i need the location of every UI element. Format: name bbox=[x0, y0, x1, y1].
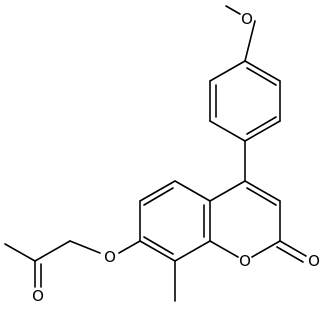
bond-c4a-c4 bbox=[209, 180, 246, 202]
atom-label-ring-oxygen: O bbox=[239, 252, 251, 270]
bond-c2-carbonyl-b bbox=[276, 246, 304, 263]
bond-c7-c8 bbox=[139, 240, 176, 262]
bond-c2-carbonyl-a bbox=[279, 240, 307, 257]
bond-ring-o-to-c8a bbox=[209, 240, 239, 258]
bond-methoxy-o-to-ring bbox=[244, 20, 256, 62]
bond-c4a-c5 bbox=[174, 180, 211, 202]
atom-label-carbonyl-oxygen: O bbox=[308, 252, 320, 270]
bond-c4-c3 bbox=[244, 180, 281, 202]
atom-label-methoxy-oxygen: O bbox=[241, 10, 253, 28]
bond-c4-c3-inner bbox=[246, 187, 277, 206]
bond-phenyl-c3-c4-inner bbox=[246, 116, 277, 135]
atom-label-ether-oxygen: O bbox=[104, 248, 116, 266]
bond-ch2-to-carbonyl-c bbox=[34, 240, 71, 262]
bond-phenyl-c6-c1 bbox=[209, 60, 246, 82]
bond-phenyl-c1-c2-inner bbox=[246, 67, 277, 86]
bond-phenyl-c1-c2 bbox=[244, 60, 281, 82]
bond-phenyl-c3-c4 bbox=[244, 120, 281, 142]
bond-c5-c6-inner bbox=[143, 187, 174, 206]
bond-c2-to-ring-o bbox=[251, 240, 281, 258]
atom-label-ketone-oxygen: O bbox=[32, 287, 44, 305]
bond-c7-to-ether-o bbox=[118, 240, 141, 254]
bond-c8-c8a bbox=[174, 240, 211, 262]
bond-c7-c8-inner bbox=[143, 236, 174, 255]
bond-phenyl-c4-c5 bbox=[209, 120, 246, 142]
bond-carbonyl-c-to-methyl bbox=[4, 243, 36, 262]
bond-c5-c6 bbox=[139, 180, 176, 202]
bond-ether-o-to-ch2 bbox=[69, 240, 101, 254]
bond-methyl-to-methoxy-o bbox=[225, 5, 241, 15]
